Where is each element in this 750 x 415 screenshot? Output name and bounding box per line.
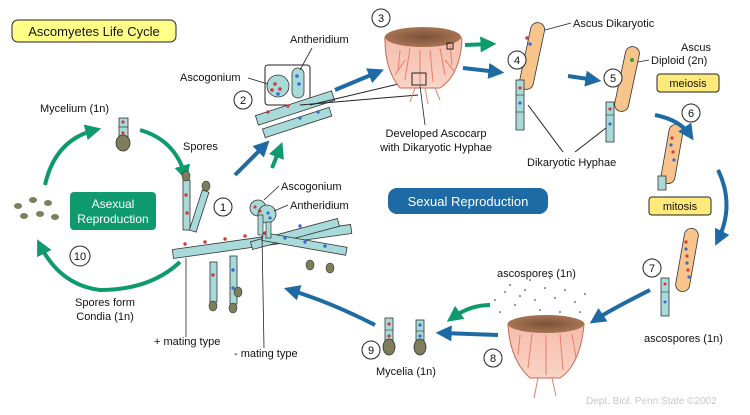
step-7: 7 bbox=[642, 258, 662, 278]
label-plus-mating: + mating type bbox=[154, 336, 220, 348]
label-ascus-dikaryotic: Ascus Dikaryotic bbox=[573, 18, 655, 30]
label-spores-form-2: Condia (1n) bbox=[76, 311, 133, 323]
step-9: 9 bbox=[361, 340, 381, 360]
arrow-spores-to-mycelia bbox=[446, 303, 491, 322]
ascogonium-zoom bbox=[254, 64, 419, 139]
label-ascogonium-1: Ascogonium bbox=[281, 181, 342, 193]
label-ascocarp-line2: with Dikaryotic Hyphae bbox=[379, 142, 492, 154]
title-box: Ascomyetes Life Cycle bbox=[11, 19, 177, 43]
svg-text:7: 7 bbox=[649, 263, 655, 275]
mycelium-hypha bbox=[115, 117, 131, 152]
labels: Mycelium (1n) Spores Ascogonium Antherid… bbox=[40, 18, 723, 407]
label-ascocarp-line1: Developed Ascocarp bbox=[386, 128, 487, 140]
ascus-dikaryotic bbox=[515, 22, 546, 131]
ascus-meiosis bbox=[657, 123, 684, 191]
arrow-step7-to-step8 bbox=[589, 288, 651, 324]
arrow-step4-to-step5 bbox=[567, 70, 602, 87]
step-6: 6 bbox=[681, 103, 701, 123]
arrow-asexual-to-mycelium bbox=[43, 124, 102, 186]
label-dikaryotic-hyphae: Dikaryotic Hyphae bbox=[527, 157, 616, 169]
label-ascospores-right: ascospores (1n) bbox=[644, 333, 723, 345]
ascus-diploid bbox=[605, 46, 640, 143]
svg-text:1: 1 bbox=[220, 202, 226, 214]
sexual-label: Sexual Reproduction bbox=[408, 194, 529, 209]
conidia-spores bbox=[14, 197, 59, 220]
label-minus-mating: - mating type bbox=[234, 348, 298, 360]
svg-text:9: 9 bbox=[368, 345, 374, 357]
label-antheridium-1: Antheridium bbox=[290, 200, 349, 212]
arrow-step9-to-step1 bbox=[283, 285, 376, 327]
meiosis-pill: meiosis bbox=[656, 73, 720, 93]
label-ascogonium-2: Ascogonium bbox=[180, 72, 241, 84]
svg-text:2: 2 bbox=[240, 95, 246, 107]
label-mycelium: Mycelium (1n) bbox=[40, 103, 109, 115]
svg-text:6: 6 bbox=[688, 108, 694, 120]
arrow-step8-to-step9 bbox=[435, 325, 499, 342]
step-5: 5 bbox=[603, 68, 623, 88]
arrow-step1-to-step2 bbox=[233, 140, 270, 177]
step-4: 4 bbox=[507, 50, 527, 70]
label-ascospores-top: ascospores (1n) bbox=[497, 268, 576, 280]
asexual-reproduction-box: Asexual Reproduction bbox=[70, 192, 156, 230]
svg-text:8: 8 bbox=[490, 353, 496, 365]
svg-text:4: 4 bbox=[514, 55, 520, 67]
asexual-cycle-arrows bbox=[37, 124, 191, 293]
step-markers: 1 2 3 4 5 6 7 8 9 10 bbox=[69, 8, 701, 368]
label-antheridium-2: Antheridium bbox=[290, 34, 349, 46]
asexual-label-line2: Reproduction bbox=[77, 212, 148, 226]
step-8: 8 bbox=[483, 348, 503, 368]
arrow-ascocarp-zoom bbox=[464, 36, 497, 53]
step-1: 1 bbox=[213, 197, 233, 217]
developed-ascocarp bbox=[384, 27, 463, 105]
sexual-cycle-arrows bbox=[233, 36, 730, 342]
arrow-mycelium-to-spores bbox=[139, 128, 191, 182]
arrow-step2-to-step3 bbox=[334, 68, 384, 92]
mitosis-pill: mitosis bbox=[648, 196, 712, 216]
label-ascus-diploid-2: Diploid (2n) bbox=[651, 55, 707, 67]
ascocarp-releasing bbox=[494, 277, 586, 399]
hyphae-network bbox=[171, 170, 353, 314]
mycelia-pair bbox=[382, 317, 427, 356]
sexual-reproduction-box: Sexual Reproduction bbox=[388, 188, 548, 214]
arrow-ascogonium-up bbox=[269, 142, 284, 169]
arrow-step6-to-step7 bbox=[714, 169, 730, 246]
label-ascus-diploid-1: Ascus bbox=[681, 42, 711, 54]
svg-text:10: 10 bbox=[74, 251, 86, 263]
diagram-title: Ascomyetes Life Cycle bbox=[28, 24, 160, 39]
credit-line: Dept. Biol. Penn State ©2002 bbox=[586, 396, 717, 407]
label-spores-form-1: Spores form bbox=[75, 297, 135, 309]
ascus-ascospores bbox=[660, 227, 699, 317]
svg-text:3: 3 bbox=[378, 13, 384, 25]
step-10: 10 bbox=[69, 245, 91, 267]
label-mycelia: Mycelia (1n) bbox=[376, 366, 436, 378]
step-3: 3 bbox=[371, 8, 391, 28]
label-spores: Spores bbox=[183, 141, 218, 153]
meiosis-label: meiosis bbox=[669, 78, 707, 90]
asexual-label-line1: Asexual bbox=[92, 197, 135, 211]
dikaryotic-pointer-lines bbox=[527, 104, 607, 153]
mitosis-label: mitosis bbox=[663, 201, 698, 213]
arrow-conidia-to-spores bbox=[37, 239, 182, 293]
arrow-step3-to-step4 bbox=[462, 62, 505, 79]
arrow-step5-to-step6 bbox=[654, 113, 694, 141]
step-2: 2 bbox=[233, 90, 253, 110]
svg-text:5: 5 bbox=[610, 73, 616, 85]
